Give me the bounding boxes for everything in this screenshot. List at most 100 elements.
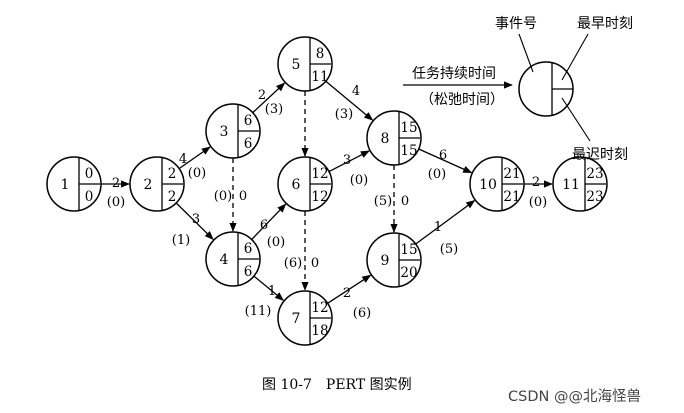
event-earliest-time: 21: [503, 166, 520, 182]
event-earliest-time: 12: [311, 300, 328, 316]
activity-slack-4-6: (0): [267, 235, 285, 250]
legend-earliest-time: 最早时刻: [577, 16, 633, 32]
activity-duration-3-5: 2: [258, 88, 266, 103]
activity-labels: 2(0)4(0)3(1)2(3)0(0)6(0)1(11)4(3)3(0)0(6…: [107, 84, 547, 321]
activity-arrow-5-8: [325, 80, 374, 121]
activity-duration-4-7: 1: [268, 284, 276, 299]
event-number: 8: [381, 131, 390, 147]
event-node-2: 222: [129, 156, 185, 212]
event-node-4: 46 6: [205, 231, 261, 287]
activity-duration-7-9: 2: [343, 286, 351, 301]
event-number: 6: [292, 177, 301, 193]
event-number: 10: [479, 177, 497, 193]
legend-pointer-earliest-time: [561, 33, 589, 81]
activity-arrow-4-7: [253, 275, 285, 301]
activity-duration-8-10: 6: [439, 148, 447, 163]
activity-arrow-3-5: [252, 82, 286, 114]
activity-arrows: [101, 80, 553, 304]
activity-slack-3-5: (3): [265, 102, 283, 117]
event-latest-time: 11: [311, 69, 328, 85]
activity-duration-3-4: 0: [239, 189, 247, 204]
event-latest-time: 15: [400, 143, 417, 159]
activity-duration-2-4: 3: [192, 212, 200, 227]
event-node-5: 58 11: [277, 36, 333, 92]
event-node-6: 6 12 12: [277, 156, 333, 212]
event-node-1: 10 0: [46, 156, 102, 212]
event-nodes: 1002223664665811612127121881515915201021…: [46, 36, 608, 346]
event-earliest-time: 6: [244, 241, 253, 257]
event-node-9: 9 15 20: [366, 232, 422, 288]
activity-slack-6-7: (6): [284, 256, 302, 271]
activity-duration-4-6: 6: [260, 218, 268, 233]
event-latest-time: 21: [503, 189, 520, 205]
event-node-10: 10 21 21: [469, 156, 525, 212]
event-number: 3: [220, 124, 229, 140]
activity-arrow-2-3: [178, 146, 211, 170]
activity-duration-9-10: 1: [434, 220, 442, 235]
activity-slack-9-10: (5): [440, 242, 458, 257]
activity-slack-4-7: (11): [245, 304, 272, 319]
event-earliest-time: 2: [168, 166, 177, 182]
event-latest-time: 2: [168, 189, 177, 205]
figure-caption: 图 10-7 PERT 图实例: [262, 377, 412, 393]
event-latest-time: 0: [85, 189, 94, 205]
event-latest-time: 23: [586, 189, 603, 205]
event-node-7: 7 12 18: [277, 290, 333, 346]
legend-pointer-event-number: [518, 33, 534, 73]
event-earliest-time: 12: [311, 166, 328, 182]
event-node-3: 36 6: [205, 103, 261, 159]
activity-arrow-7-9: [327, 274, 372, 304]
activity-arrow-6-8: [328, 150, 370, 173]
activity-duration-6-8: 3: [343, 153, 351, 168]
event-node-11: 11 23 23: [552, 156, 608, 212]
event-latest-time: 6: [244, 136, 253, 152]
event-earliest-time: 15: [400, 242, 417, 258]
activity-duration-2-3: 4: [179, 152, 187, 167]
activity-slack-7-9: (6): [353, 306, 371, 321]
event-earliest-time: 23: [586, 166, 603, 182]
activity-slack-2-4: (1): [172, 233, 190, 248]
legend-task-duration: 任务持续时间: [412, 65, 496, 82]
event-latest-time: 12: [311, 189, 328, 205]
legend-event-number: 事件号: [495, 16, 537, 32]
activity-slack-6-8: (0): [350, 173, 368, 188]
legend-event-circle: [518, 61, 574, 117]
event-latest-time: 6: [244, 264, 253, 280]
activity-slack-5-8: (3): [335, 107, 353, 122]
activity-slack-1-2: (0): [107, 195, 125, 210]
activity-slack-2-3: (0): [188, 166, 206, 181]
event-number: 2: [144, 177, 153, 193]
activity-slack-8-9: (5): [374, 194, 392, 209]
legend-slack-time: （松弛时间）: [420, 92, 504, 108]
activity-duration-8-9: 0: [401, 194, 409, 209]
activity-arrow-8-10: [418, 148, 473, 174]
event-earliest-time: 15: [400, 120, 417, 136]
event-earliest-time: 0: [85, 166, 94, 182]
event-number: 11: [562, 177, 580, 193]
event-earliest-time: 8: [316, 46, 325, 62]
legend: 事件号 最早时刻 最迟时刻 任务持续时间 （松弛时间）: [403, 16, 633, 163]
legend-latest-time: 最迟时刻: [572, 147, 628, 163]
event-number: 7: [292, 311, 301, 327]
watermark: CSDN @@北海怪兽: [508, 388, 641, 405]
activity-slack-3-4: (0): [214, 189, 232, 204]
legend-pointer-latest-time: [561, 97, 591, 142]
activity-arrow-9-10: [415, 200, 476, 245]
event-latest-time: 20: [400, 265, 417, 281]
activity-duration-1-2: 2: [112, 176, 120, 191]
event-number: 9: [381, 253, 390, 269]
activity-duration-10-11: 2: [532, 175, 540, 190]
event-number: 1: [61, 177, 70, 193]
event-number: 4: [220, 252, 229, 268]
activity-duration-6-7: 0: [311, 256, 319, 271]
event-latest-time: 18: [311, 323, 328, 339]
activity-slack-10-11: (0): [529, 195, 547, 210]
event-earliest-time: 6: [244, 113, 253, 129]
activity-slack-8-10: (0): [428, 167, 446, 182]
event-number: 5: [292, 57, 301, 73]
activity-arrow-2-4: [175, 202, 214, 240]
activity-arrow-4-6: [251, 203, 287, 240]
activity-duration-5-8: 4: [352, 84, 360, 99]
event-node-8: 8 15 15: [366, 110, 422, 166]
